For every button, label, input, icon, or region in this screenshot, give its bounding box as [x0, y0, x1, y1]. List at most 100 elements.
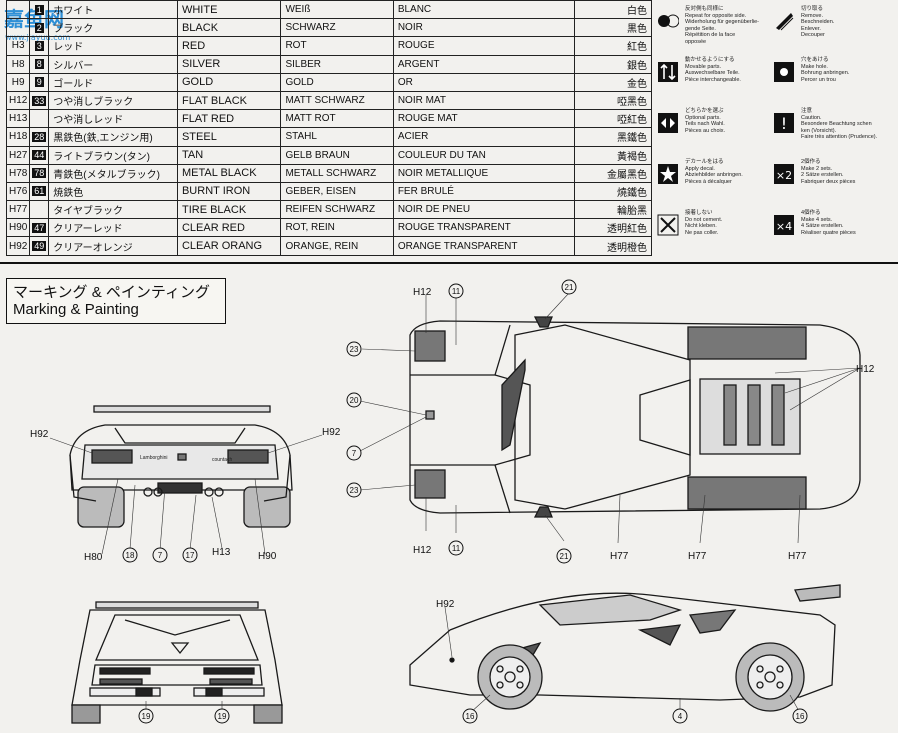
color-name-zh: 透明橙色 [574, 236, 652, 256]
label-h90: H90 [258, 551, 277, 562]
optional-icon [658, 113, 678, 133]
color-name-jp: レッド [48, 36, 178, 56]
color-name-fr: ACIER [392, 127, 576, 147]
callout-11-top [448, 283, 464, 299]
decal-icon [658, 164, 678, 184]
svg-text:!: ! [781, 114, 787, 133]
color-number: 47 [29, 218, 50, 238]
section-title-jp: マーキング & ペインティング [13, 284, 210, 301]
color-number: 3 [29, 36, 50, 56]
color-code: H13 [5, 109, 31, 129]
callout-7 [152, 547, 168, 563]
color-name-zh: 透明紅色 [574, 218, 652, 238]
num-16-right: 16 [796, 712, 805, 721]
callout-20 [346, 392, 362, 408]
color-name-zh: 銀色 [574, 54, 652, 74]
color-name-de: SCHWARZ [280, 18, 394, 38]
color-name-de: METALL SCHWARZ [280, 163, 394, 183]
num-20: 20 [350, 396, 359, 405]
legend-text: 切り取る Remove. Beschneiden. Enlever. Decou… [801, 6, 835, 38]
top-view-drawing [409, 316, 861, 518]
color-name-jp: クリアーレッド [48, 218, 178, 238]
color-code: H77 [5, 200, 31, 220]
movable-icon [658, 62, 678, 82]
callout-23-top [346, 341, 362, 357]
svg-text:Lamborghini: Lamborghini [140, 455, 168, 461]
color-name-jp: つや消しレッド [48, 109, 178, 129]
num-19-left: 19 [142, 712, 151, 721]
drill-icon [774, 62, 794, 82]
num-23-bottom: 23 [350, 486, 359, 495]
leader-lines [49, 292, 861, 715]
num-17: 17 [186, 551, 195, 560]
callout-21-bottom [556, 548, 572, 564]
section-divider [0, 262, 898, 264]
color-name-jp: タイヤブラック [48, 200, 178, 220]
color-name-jp: 青鉄色(メタルブラック) [48, 163, 178, 183]
color-number: 2 [29, 18, 50, 38]
color-code: H78 [5, 163, 31, 183]
svg-text:×2: ×2 [776, 169, 792, 182]
color-name-en: GOLD [176, 72, 282, 92]
color-name-en: SILVER [176, 54, 282, 74]
svg-text:countach: countach [212, 457, 233, 463]
color-number: 44 [29, 145, 50, 165]
color-name-de: ROT, REIN [280, 218, 394, 238]
legend-text: 4個作る Make 4 sets. 4 Sätze erstellen. Réa… [801, 210, 856, 236]
color-name-en: CLEAR ORANG [176, 236, 282, 256]
legend-text: 動かせるようにする Movable parts. Auswechselbare … [685, 57, 741, 83]
label-h92-side: H92 [436, 599, 455, 610]
color-name-fr: NOIR DE PNEU [392, 200, 576, 220]
color-code: H9 [5, 72, 31, 92]
color-name-jp: シルバー [48, 54, 178, 74]
callout-17 [182, 547, 198, 563]
color-name-zh: 金屬黑色 [574, 163, 652, 183]
color-name-de: REIFEN SCHWARZ [280, 200, 394, 220]
num-18: 18 [126, 551, 135, 560]
callout-16-right [792, 708, 808, 724]
color-name-zh: 紅色 [574, 36, 652, 56]
label-h77-b: H77 [688, 551, 707, 562]
callout-23-bottom [346, 482, 362, 498]
color-name-de: GEBER, EISEN [280, 181, 394, 202]
color-name-jp: ライトブラウン(タン) [48, 145, 178, 165]
color-name-en: FLAT RED [176, 109, 282, 129]
legend-text: 接着しない Do not cement. Nicht kleben. Ne pa… [685, 210, 723, 236]
color-name-jp: ブラック [48, 18, 178, 38]
legend-text: どちらかを選ぶ Optional parts. Teils nach Wahl.… [685, 108, 726, 134]
color-name-zh: 啞黑色 [574, 90, 652, 111]
section-title-en: Marking & Painting [13, 301, 139, 318]
color-name-jp: 黒鉄色(鉄,エンジン用) [48, 127, 178, 147]
color-number: 28 [29, 127, 50, 147]
color-number: 9 [29, 72, 50, 92]
color-name-jp: クリアーオレンジ [48, 236, 178, 256]
color-code: H90 [5, 218, 31, 238]
color-name-fr: NOIR METALLIQUE [392, 163, 576, 183]
color-number: 33 [29, 90, 50, 111]
label-h80: H80 [84, 552, 103, 563]
color-name-en: TAN [176, 145, 282, 165]
color-name-zh: 燒鐵色 [574, 181, 652, 202]
color-code: H92 [5, 236, 31, 256]
color-name-de: STAHL [280, 127, 394, 147]
num-16-left: 16 [466, 712, 475, 721]
num-23-top: 23 [350, 345, 359, 354]
color-name-de: MATT SCHWARZ [280, 90, 394, 111]
color-name-en: BURNT IRON [176, 181, 282, 202]
label-h12-top: H12 [413, 287, 432, 298]
color-name-jp: 焼鉄色 [48, 181, 178, 202]
color-code: H12 [5, 90, 31, 111]
color-name-jp: ホワイト [48, 0, 178, 20]
color-name-zh: 輪胎黑 [574, 200, 652, 220]
callout-19-left [138, 708, 154, 724]
color-name-zh: 黒色 [574, 18, 652, 38]
color-name-jp: つや消しブラック [48, 90, 178, 111]
color-name-zh: 白色 [574, 0, 652, 20]
